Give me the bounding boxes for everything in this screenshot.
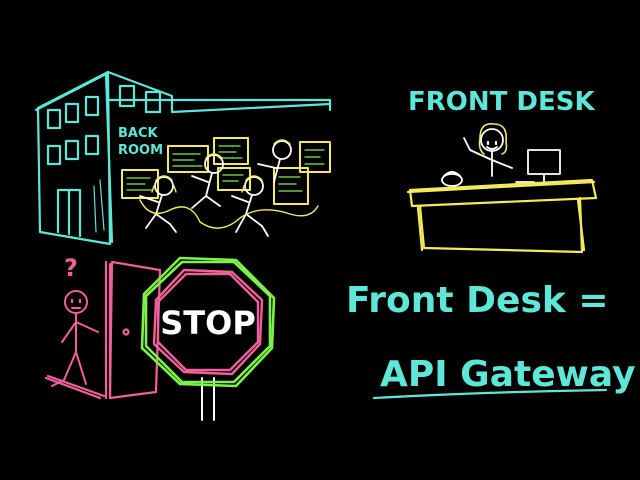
person-head [64,290,88,314]
stop-sign-inner [152,268,264,376]
equation-underline [372,388,608,400]
equation-line2: API Gateway [380,354,636,395]
stop-sign-outer [140,256,276,388]
monitor-code-lines [126,145,325,192]
back-room-sign-line1: BACK [118,126,159,141]
developer-head-3 [244,176,264,196]
back-room-illustration: BACK ROOM [34,70,332,246]
back-room-sign-line2: ROOM [118,143,163,158]
monitor-6 [299,141,331,173]
confused-person [51,290,99,387]
receptionist-hair [478,122,508,155]
monitor-3 [213,137,249,165]
reception-desk [406,178,598,254]
developer-hair [151,139,291,193]
monitor-2 [167,145,209,173]
monitor-5 [273,167,309,205]
front-desk-illustration: FRONT DESK [406,87,598,254]
stop-sign: STOP [140,256,276,421]
back-room-sign: BACK ROOM [118,126,163,158]
developer-monitors [121,137,331,205]
developer-head-4 [272,140,292,160]
building [34,70,332,246]
desk-computer [515,149,561,185]
monitor-1 [121,169,159,199]
stop-sign-label: STOP [160,304,256,342]
door [44,260,162,400]
telephone [441,171,463,187]
receptionist [463,128,513,177]
developers [139,140,292,237]
monitor-4 [217,167,251,191]
question-mark: ? [64,254,78,282]
front-desk-title: FRONT DESK [408,87,595,117]
confused-person-illustration: ? [44,254,162,400]
developer-head-2 [204,154,224,174]
equation-line1: Front Desk = [346,280,609,321]
equation: Front Desk = API Gateway [346,280,636,400]
developer-head-1 [154,176,174,196]
cables [139,199,319,229]
receptionist-head [480,128,504,152]
